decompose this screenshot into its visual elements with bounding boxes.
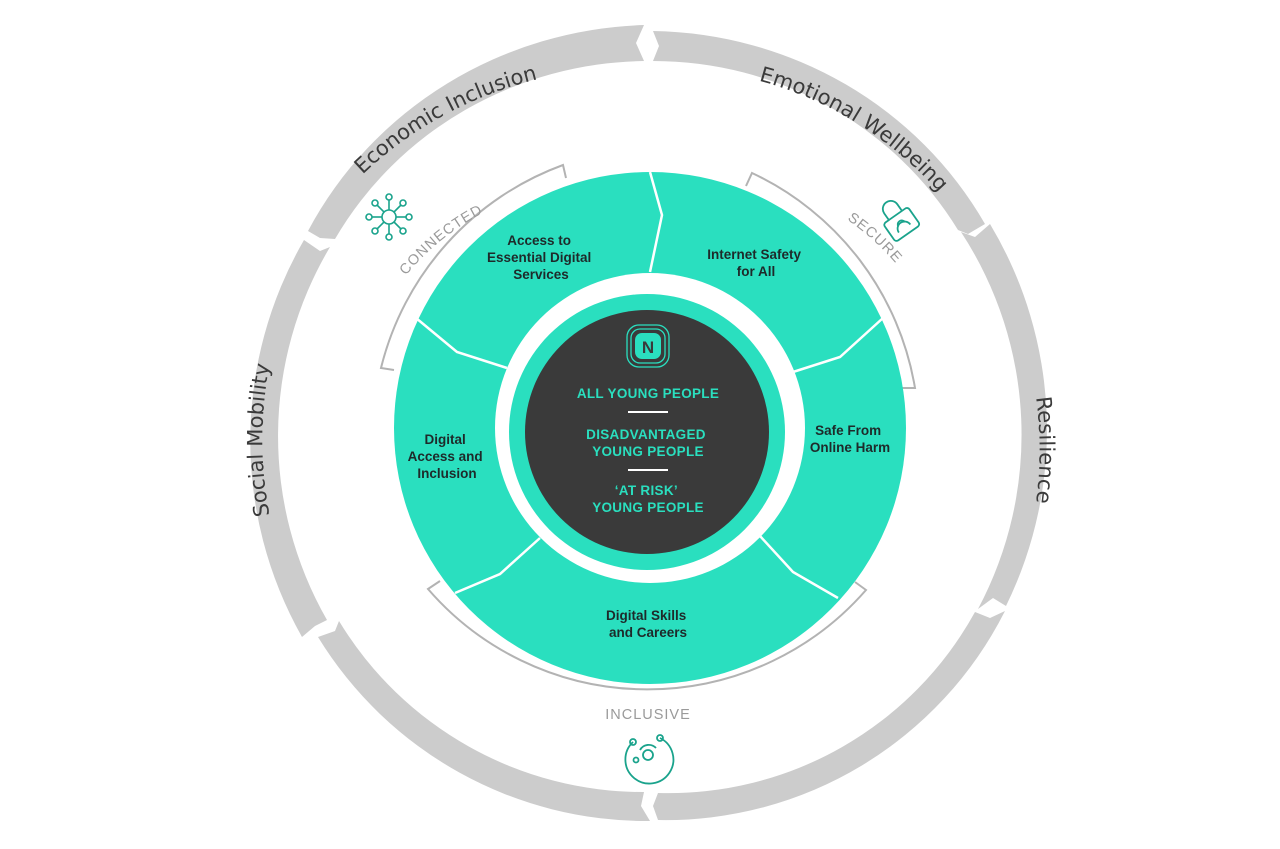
circuit-circle-icon [624,734,675,785]
pillar-label-secure: SECURE [845,210,906,267]
core-circle [525,310,769,554]
padlock-icon [881,200,921,242]
segment-dividers [415,171,884,600]
logo-letter: N [642,338,654,357]
outer-label-emotional: Emotional Wellbeing [757,62,953,196]
outer-ring-arc-economic [308,25,644,239]
core-disadvantaged: DISADVANTAGED YOUNG PEOPLE [586,427,710,459]
bracket-inclusive [426,580,868,691]
pillar-brackets [379,163,917,691]
pillar-label-inclusive: INCLUSIVE [605,707,691,723]
outer-label-resilience: Resilience [1031,395,1058,505]
bracket-secure [745,171,917,389]
segment-label-online-harm: Safe From Online Harm [810,423,890,455]
segment-label-essential-services: Access to Essential Digital Services [487,233,595,282]
core-at-risk: ‘AT RISK’ YOUNG PEOPLE [592,483,704,515]
outer-label-economic: Economic Inclusion [350,61,539,179]
network-icon [365,193,413,241]
segment-label-skills-careers: Digital Skills and Careers [606,608,690,640]
core-logo: N [626,324,670,368]
bracket-connected [379,163,567,371]
outer-ring-arc-social [250,240,330,637]
core-all-young-people: ALL YOUNG PEOPLE [577,386,719,401]
outer-ring [250,25,1047,822]
outer-ring-arc-lower-right [653,611,1005,821]
outer-ring-arc-resilience [961,224,1047,609]
outer-ring-arc-emotional [653,31,985,234]
segment-label-internet-safety: Internet Safety for All [707,247,805,279]
segment-label-digital-access: Digital Access and Inclusion [408,432,487,481]
outer-ring-arc-lower-left [318,621,650,822]
